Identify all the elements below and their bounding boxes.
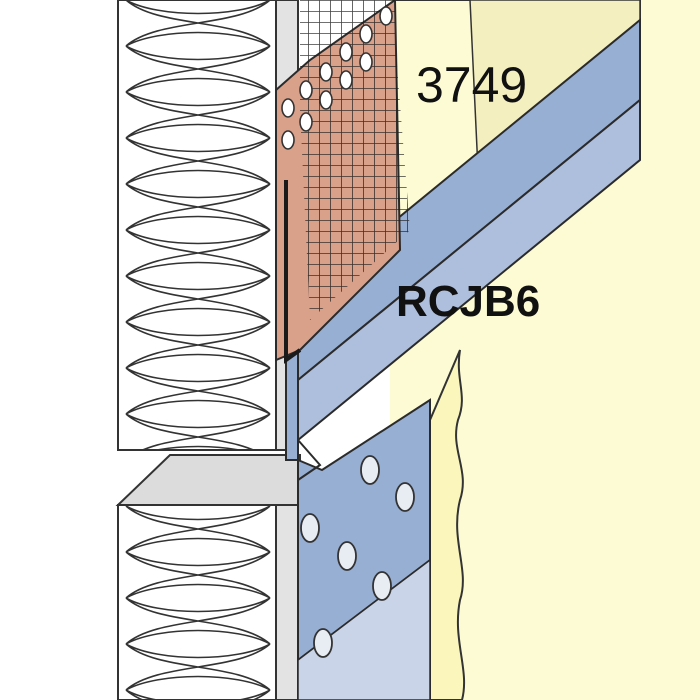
insulation-batt-upper — [117, 0, 277, 451]
mesh-profile-edge — [284, 180, 302, 364]
sheathing-board-lower — [275, 504, 299, 700]
bead-perforations — [300, 455, 415, 658]
insulation-batt-lower — [117, 504, 277, 700]
mesh-profile-label: 3749 — [416, 57, 527, 113]
bead-lower-wing — [297, 398, 431, 663]
mesh-profile-perforations — [281, 6, 393, 150]
mesh-grid — [300, 40, 410, 320]
bead-fold-line — [297, 439, 322, 481]
render-coat-lower — [429, 349, 466, 700]
movement-joint-gap — [115, 454, 301, 506]
bead-profile-label: RCJB6 — [396, 277, 540, 326]
